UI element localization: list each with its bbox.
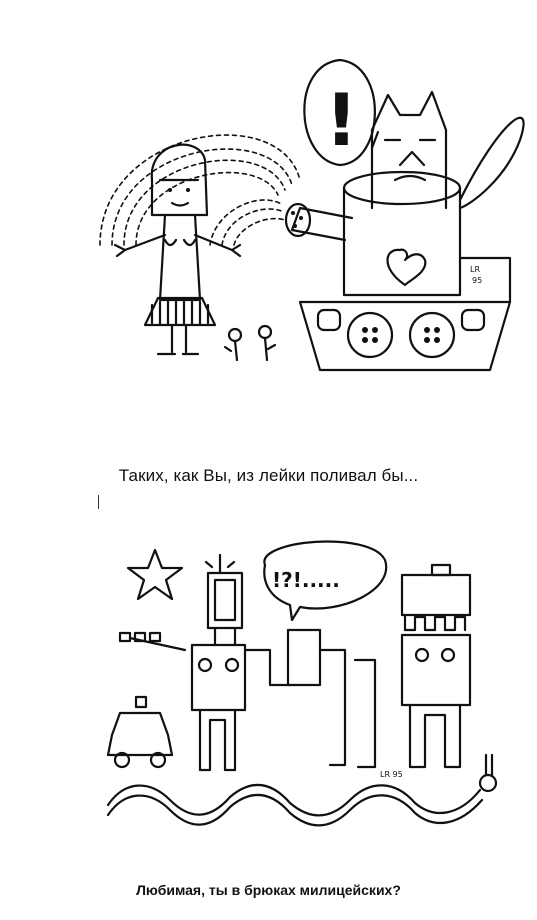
- bottom-illustration: !?!..... LR 95: [0, 535, 537, 870]
- caption-bottom: Любимая, ты в брюках милицейских?: [136, 882, 401, 898]
- signature-bottom: LR 95: [380, 770, 403, 779]
- caption-top: Таких, как Вы, из лейки поливал бы...: [118, 466, 419, 485]
- center-shapes: LR 95: [286, 628, 403, 779]
- bubble-exclamation-text: !: [325, 78, 358, 162]
- police-drawing: !?!..... LR 95: [106, 540, 498, 827]
- right-figure: [400, 563, 472, 769]
- tank-watering-can: LR 95: [284, 116, 525, 372]
- cat-head: [370, 90, 448, 210]
- flowers: [223, 324, 277, 362]
- speech-bubble-question: !?!.....: [263, 540, 388, 622]
- wavy-worm: [106, 753, 498, 827]
- girl-figure: [113, 143, 242, 356]
- star-icon: [126, 548, 184, 601]
- speech-bubble-exclamation: !: [303, 58, 380, 167]
- signature-initials: LR: [470, 265, 480, 274]
- watering-tank-drawing: LR 95 !: [99, 58, 525, 372]
- signature-year: 95: [472, 276, 482, 285]
- water-arcs: [99, 134, 301, 246]
- left-figure: [118, 553, 292, 772]
- top-illustration: LR 95 !: [0, 40, 537, 390]
- stray-mark: [98, 495, 99, 509]
- police-car: [106, 695, 174, 769]
- bubble-question-text: !?!.....: [272, 568, 340, 592]
